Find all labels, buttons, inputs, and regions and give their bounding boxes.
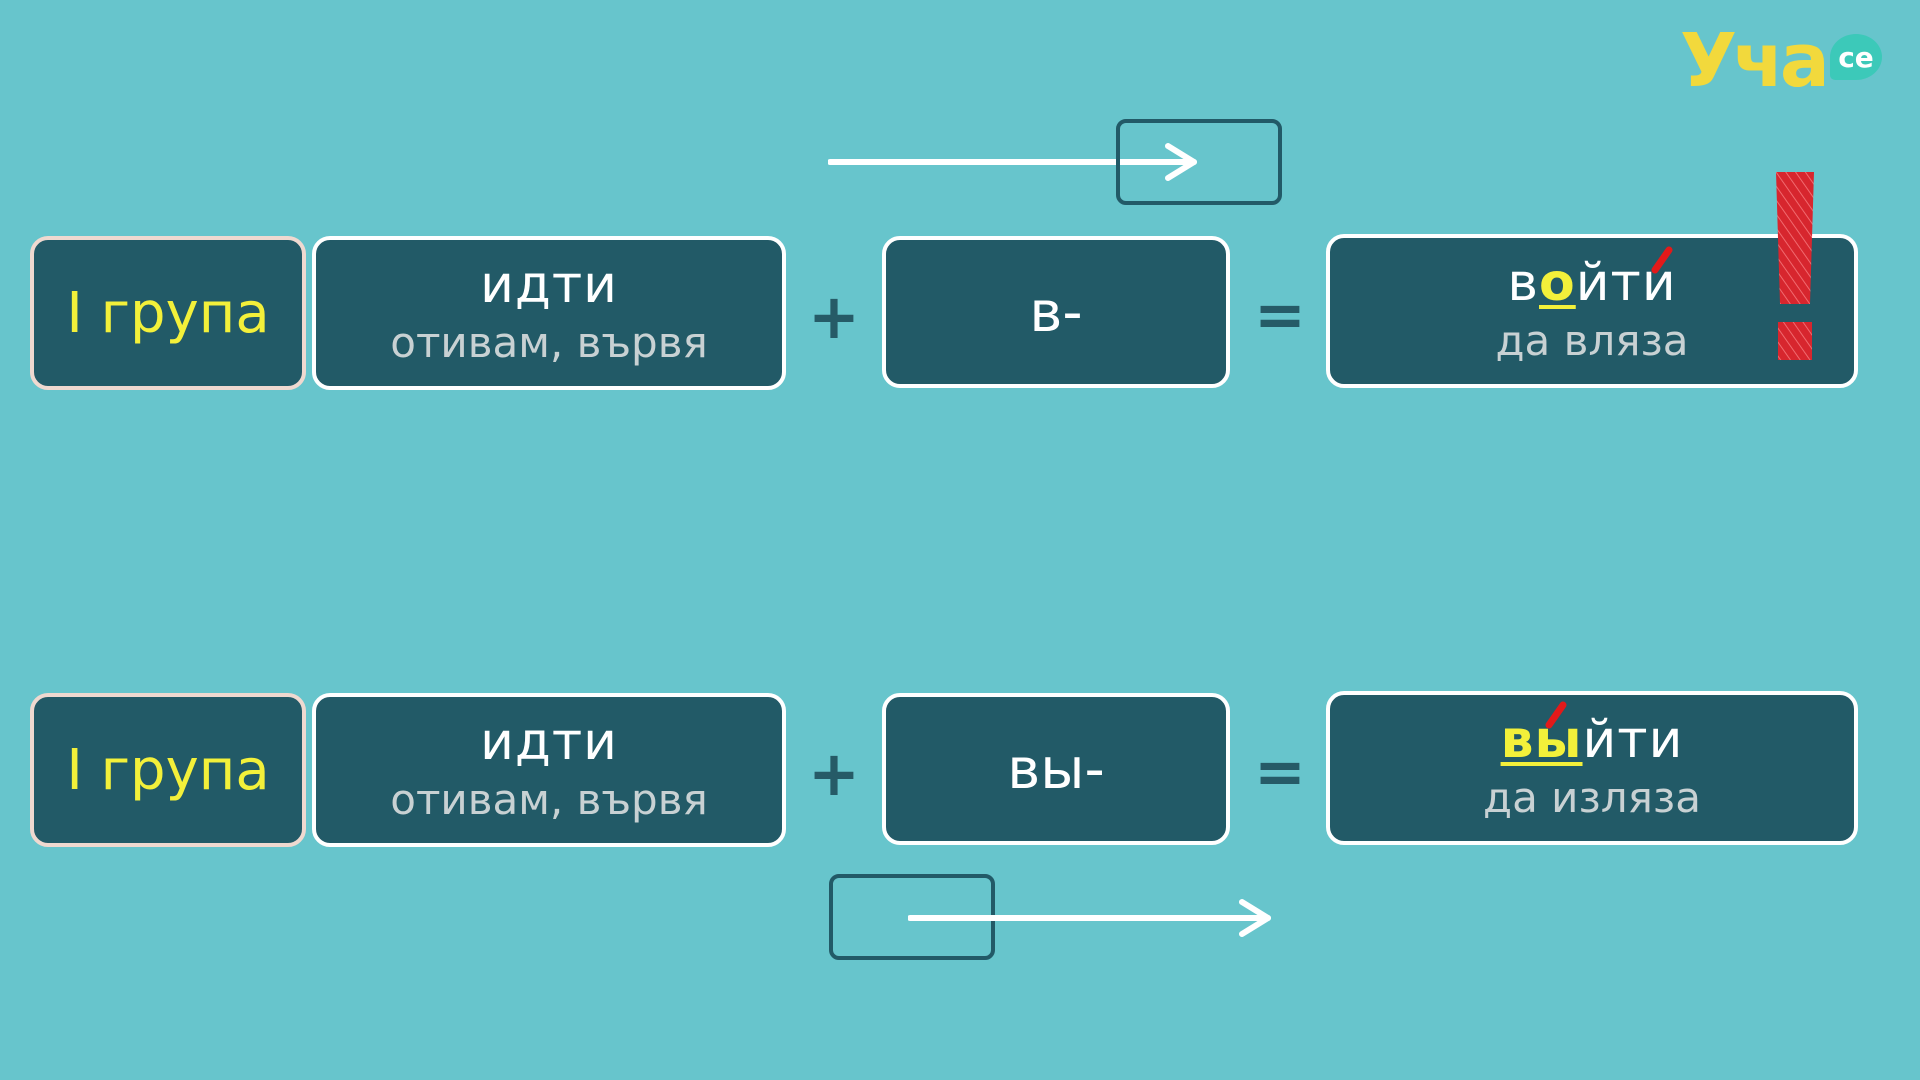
group-label-box-1: I група xyxy=(30,236,306,390)
stress-mark-icon xyxy=(1651,246,1673,273)
result-highlighted-letter: о xyxy=(1539,252,1576,313)
verb-translation: отивам, вървя xyxy=(390,318,708,368)
result-word: выйти xyxy=(1500,701,1684,770)
prefix-box-2: вы- xyxy=(882,693,1230,845)
group-label: I група xyxy=(66,737,270,803)
right-arrow-icon xyxy=(828,143,1197,181)
verb-translation: отивам, вървя xyxy=(390,775,708,825)
verb-box-2: идти отивам, вървя xyxy=(312,693,786,847)
equals-sign: = xyxy=(1254,735,1306,808)
stress-mark-icon xyxy=(1545,701,1567,728)
plus-sign: + xyxy=(808,737,860,810)
result-word: войти xyxy=(1507,246,1676,313)
result-word-start: в xyxy=(1507,252,1540,313)
result-highlighted-letters: вы xyxy=(1500,709,1583,770)
group-label-box-2: I група xyxy=(30,693,306,847)
group-label: I група xyxy=(66,280,270,346)
prefix-text: в- xyxy=(1029,279,1083,345)
result-word-end: йти xyxy=(1582,709,1684,770)
verb-word: идти xyxy=(480,254,618,315)
result-box-1: войти да вляза xyxy=(1326,234,1858,388)
prefix-text: вы- xyxy=(1007,736,1105,802)
right-arrow-icon xyxy=(908,899,1271,937)
logo-text: Уча xyxy=(1680,18,1830,104)
equals-sign: = xyxy=(1254,278,1306,351)
logo-badge: се xyxy=(1830,34,1882,80)
verb-word: идти xyxy=(480,711,618,772)
result-translation: да вляза xyxy=(1495,316,1689,366)
logo: Уча се xyxy=(1680,18,1890,108)
plus-sign: + xyxy=(808,280,860,353)
exclamation-icon xyxy=(1776,172,1814,360)
result-box-2: выйти да изляза xyxy=(1326,691,1858,845)
result-translation: да изляза xyxy=(1483,773,1701,823)
prefix-box-1: в- xyxy=(882,236,1230,388)
inside-target-box-icon xyxy=(1116,119,1282,205)
verb-box-1: идти отивам, вървя xyxy=(312,236,786,390)
